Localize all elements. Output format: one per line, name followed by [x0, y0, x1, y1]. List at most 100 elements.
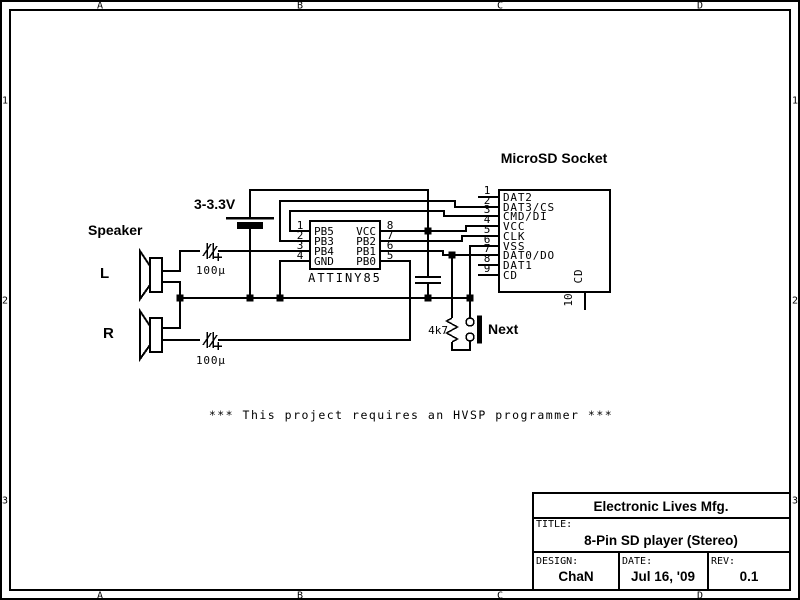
- ic-pin-label: PB3: [314, 235, 334, 248]
- socket-pin-number: 6: [484, 233, 491, 246]
- date-label: DATE:: [622, 556, 652, 567]
- revision-number: 0.1: [740, 569, 759, 584]
- junction-dot: [466, 294, 474, 302]
- ic-pin-number: 1: [297, 219, 304, 232]
- ic-pin-label: PB4: [314, 245, 334, 258]
- socket-pin-label: DAT1: [503, 259, 533, 272]
- socket-pin-number: 4: [484, 213, 491, 226]
- wire-resistor-button-join: [451, 341, 471, 351]
- drawing-title: 8-Pin SD player (Stereo): [584, 533, 738, 548]
- socket-body: [498, 189, 611, 293]
- wire-speaker-r-gnd: [162, 298, 181, 329]
- resistor-4k7: 4k7: [428, 317, 460, 343]
- socket-pin-label: CMD/DI: [503, 210, 548, 223]
- speaker-l-body: [149, 257, 163, 293]
- ic-pin-label: PB2: [356, 235, 376, 248]
- grid-col-top-d: D: [697, 1, 703, 12]
- junction-dot: [424, 227, 432, 235]
- grid-row-right-2: 2: [792, 296, 798, 307]
- resistor-zigzag-icon: [444, 317, 460, 343]
- ic-pin-number: 8: [387, 219, 394, 232]
- button-contact-icon: [465, 332, 475, 342]
- wire-pb3-to-cs: [279, 200, 499, 242]
- battery-symbol: 3-3.3V: [194, 196, 274, 229]
- cap-l-value: 100µ: [196, 264, 226, 277]
- title-block: Electronic Lives Mfg. TITLE: 8-Pin SD pl…: [532, 492, 791, 591]
- wire-pb5-to-cmd: [289, 210, 499, 232]
- wire-ic-gnd: [279, 260, 310, 298]
- speaker-r-body: [149, 317, 163, 353]
- socket-pin-label: VSS: [503, 240, 525, 253]
- junction-dot: [424, 294, 432, 302]
- socket-pin-label: DAT3/CS: [503, 201, 555, 214]
- grid-col-bottom-b: B: [297, 591, 303, 600]
- grid-row-left-3: 3: [2, 496, 8, 507]
- socket-pin-label: CD: [503, 269, 518, 282]
- grid-col-bottom-d: D: [697, 591, 703, 600]
- ic-pin-number: 5: [387, 249, 394, 262]
- grid-row-right-1: 1: [792, 96, 798, 107]
- next-button-label: Next: [488, 321, 519, 337]
- grid-col-bottom-a: A: [97, 591, 103, 600]
- ic-pin-label: VCC: [356, 225, 376, 238]
- socket-pin-number: 9: [484, 262, 491, 275]
- drawing-date: Jul 16, '09: [631, 569, 695, 584]
- title-label: TITLE:: [536, 519, 572, 530]
- cap-r-value: 100µ: [196, 354, 226, 367]
- wire-vcc-to-socket: [380, 225, 499, 232]
- wire-speaker-l-gnd: [162, 281, 181, 298]
- electrolytic-cap-icon: [202, 243, 222, 261]
- grid-row-left-1: 1: [2, 96, 8, 107]
- socket-cd-contact-label: CD: [572, 269, 585, 284]
- ic-pin-number: 2: [297, 229, 304, 242]
- socket-pin-label: DAT0/DO: [503, 249, 555, 262]
- grid-row-left-2: 2: [2, 296, 8, 307]
- socket-pin-number: 1: [484, 184, 491, 197]
- capacitor-left-channel: 100µ: [196, 242, 226, 277]
- design-label: DESIGN:: [536, 556, 578, 567]
- ic-attiny85: 1 2 3 4 PB5 PB3 PB4 GND 8 7 6 5 VCC PB2 …: [297, 219, 394, 285]
- speaker-right: [139, 307, 163, 363]
- ic-pin-label: GND: [314, 255, 334, 268]
- socket-pin-label: DAT2: [503, 191, 533, 204]
- wire-socket-stubs: [478, 196, 499, 276]
- button-actuator-icon: [477, 315, 482, 344]
- ic-pin-number: 4: [297, 249, 304, 262]
- junction-dot: [246, 294, 254, 302]
- speaker-r-label: R: [103, 325, 114, 342]
- junction-dots: [176, 227, 474, 302]
- grid-col-top-a: A: [97, 1, 103, 12]
- wire-vss-to-button: [469, 245, 499, 318]
- wire-pb0-to-speaker-r: [162, 260, 411, 341]
- socket-pin-number: 5: [484, 223, 491, 236]
- socket-pin-number: 3: [484, 203, 491, 216]
- socket-pin-number: 7: [484, 242, 491, 255]
- speaker-l-label: L: [100, 265, 109, 282]
- ic-body: [309, 220, 381, 270]
- ic-pin-label: PB5: [314, 225, 334, 238]
- speaker-left: [139, 247, 163, 303]
- junction-dot: [448, 251, 456, 259]
- grid-col-top-c: C: [497, 1, 503, 12]
- battery-negative-plate: [237, 222, 263, 229]
- grid-row-right-3: 3: [792, 496, 798, 507]
- speaker-section-label: Speaker: [88, 222, 143, 238]
- ic-pin-number: 3: [297, 239, 304, 252]
- wiring: [162, 189, 586, 351]
- grid-col-bottom-c: C: [497, 591, 503, 600]
- ic-pin-label: PB0: [356, 255, 376, 268]
- inner-border: [9, 9, 791, 591]
- socket-pin-label: VCC: [503, 220, 525, 233]
- socket-pin-number: 8: [484, 252, 491, 265]
- socket-pin-label: CLK: [503, 230, 525, 243]
- socket-pin10-number: 10: [562, 293, 575, 306]
- title-block-dividers: [533, 517, 790, 590]
- microsd-socket: MicroSD Socket 1 2 3 4 5 6 7 8 9 DAT2 DA…: [484, 150, 611, 307]
- capacitor-right-channel: 100µ: [196, 331, 226, 367]
- wire-power-net: [249, 189, 441, 298]
- company-name: Electronic Lives Mfg.: [593, 499, 728, 514]
